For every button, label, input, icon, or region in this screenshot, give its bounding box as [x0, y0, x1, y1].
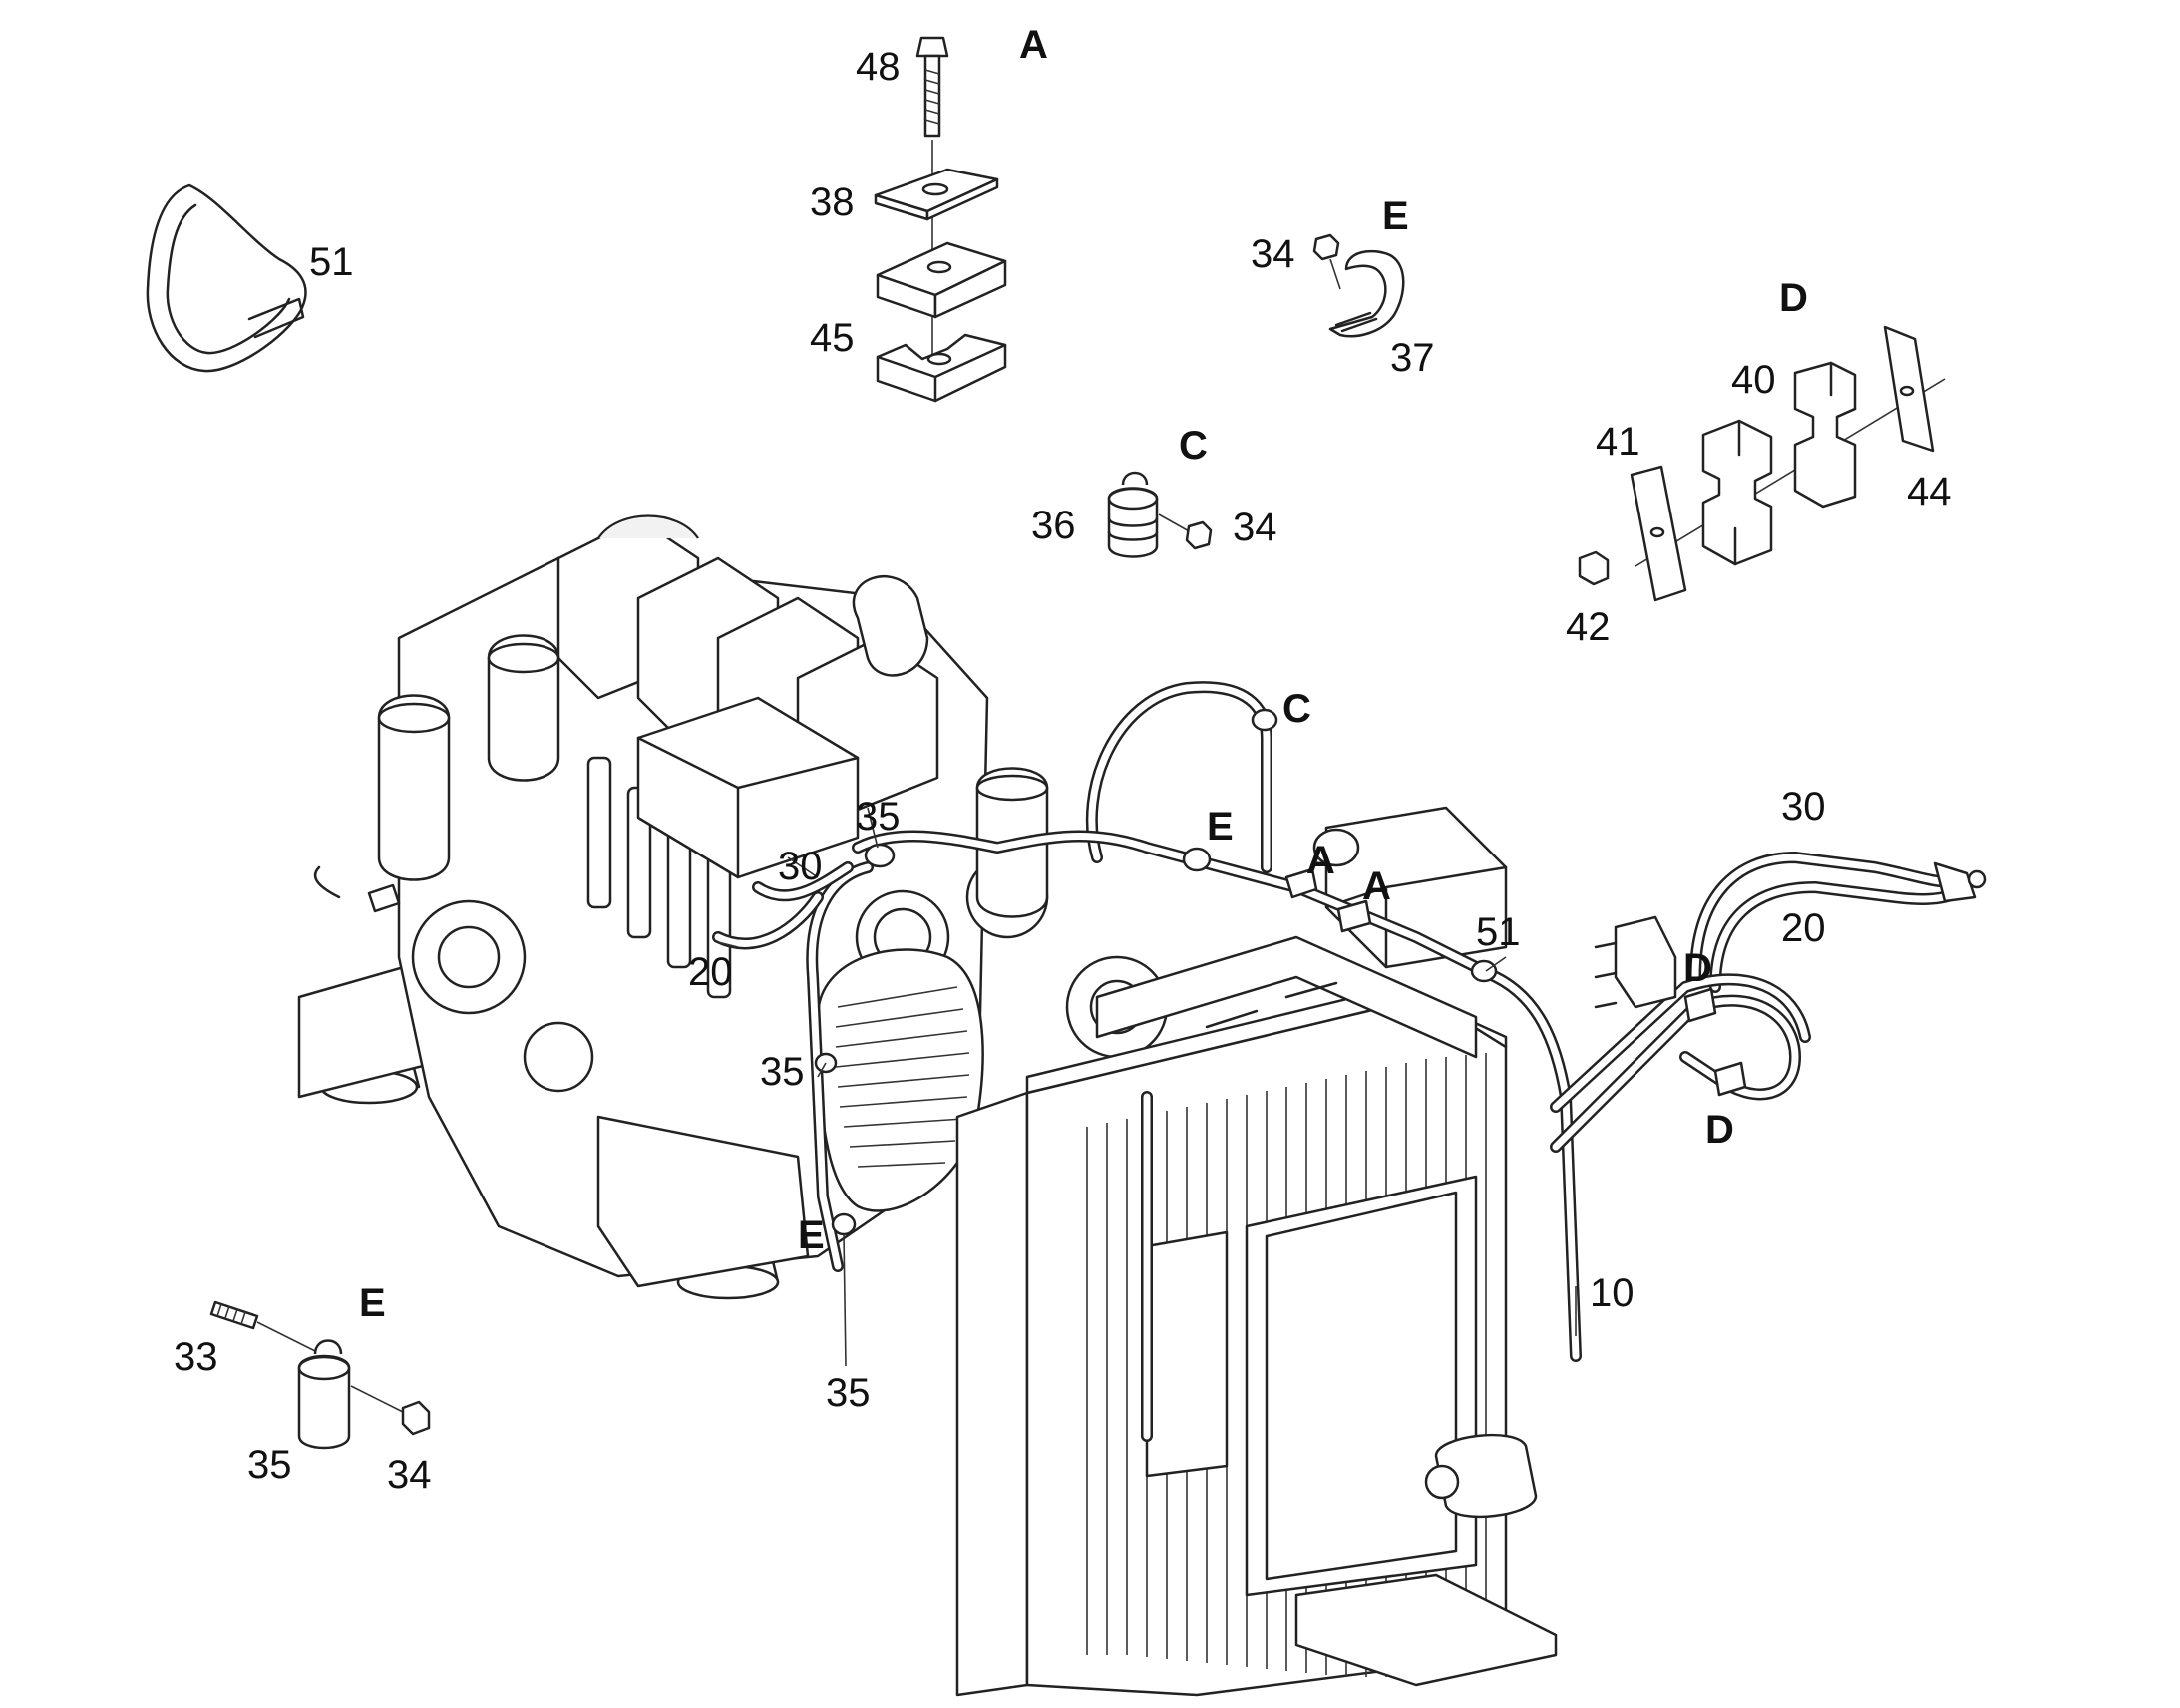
engine-block	[297, 514, 1169, 1300]
detail-letters: A E C D C E A A D D E E	[359, 23, 1808, 1325]
detail-e-stud-clip	[209, 1300, 431, 1450]
callout-37: 37	[1390, 336, 1435, 380]
callout-34-d: 34	[387, 1453, 432, 1497]
callout-30-a: 30	[778, 845, 823, 888]
letter-a-view-2: A	[1362, 864, 1391, 908]
detail-a-clamp-stack	[874, 36, 1007, 403]
callout-34-c: 34	[1233, 506, 1277, 549]
letter-c-detail: C	[1179, 424, 1208, 468]
callout-42: 42	[1566, 605, 1611, 649]
detail-e-clip	[1312, 233, 1405, 338]
letter-e-detail-top: E	[1382, 194, 1409, 238]
callout-10: 10	[1590, 1271, 1635, 1315]
letter-c-view: C	[1282, 687, 1311, 731]
callout-41: 41	[1596, 420, 1640, 464]
letter-e-detail-bottom: E	[359, 1281, 386, 1325]
callout-51-main: 51	[1476, 910, 1521, 954]
letter-e-view: E	[1207, 805, 1234, 849]
letter-d-view-1: D	[1683, 946, 1712, 990]
callout-45: 45	[810, 316, 855, 360]
letter-e-view-2: E	[798, 1213, 825, 1257]
letter-a-view-1: A	[1306, 839, 1335, 882]
air-filter-box	[1312, 806, 1508, 969]
callout-20-a: 20	[688, 950, 733, 994]
callout-35-a: 35	[856, 795, 901, 839]
callout-36: 36	[1031, 504, 1076, 547]
callout-44: 44	[1907, 470, 1952, 513]
callout-35-d: 35	[247, 1443, 292, 1487]
detail-c-clip	[1107, 471, 1213, 558]
callout-38: 38	[810, 180, 855, 224]
callout-40: 40	[1731, 358, 1776, 402]
callout-35-c: 35	[826, 1371, 871, 1415]
callout-33: 33	[174, 1335, 218, 1379]
callout-numbers: 48 38 45 51 34 37 36 34 40 41 44 42 35 3…	[174, 45, 1952, 1497]
callout-34-e: 34	[1251, 232, 1295, 276]
callout-48: 48	[856, 45, 901, 89]
letter-a-detail: A	[1019, 23, 1048, 67]
letter-d-view-2: D	[1705, 1108, 1734, 1152]
callout-35-b: 35	[760, 1050, 805, 1094]
strap-51	[146, 183, 307, 373]
callout-30-b: 30	[1781, 785, 1826, 829]
letter-d-detail: D	[1779, 276, 1808, 320]
radiator-assembly	[955, 935, 1558, 1697]
callout-51-strap: 51	[309, 240, 354, 284]
installed-clips	[814, 708, 1747, 1236]
callout-20-b: 20	[1781, 906, 1826, 950]
detail-d-clamp-stack	[1578, 325, 1946, 602]
injector-row	[586, 756, 732, 999]
leader-lines	[717, 807, 1577, 1367]
